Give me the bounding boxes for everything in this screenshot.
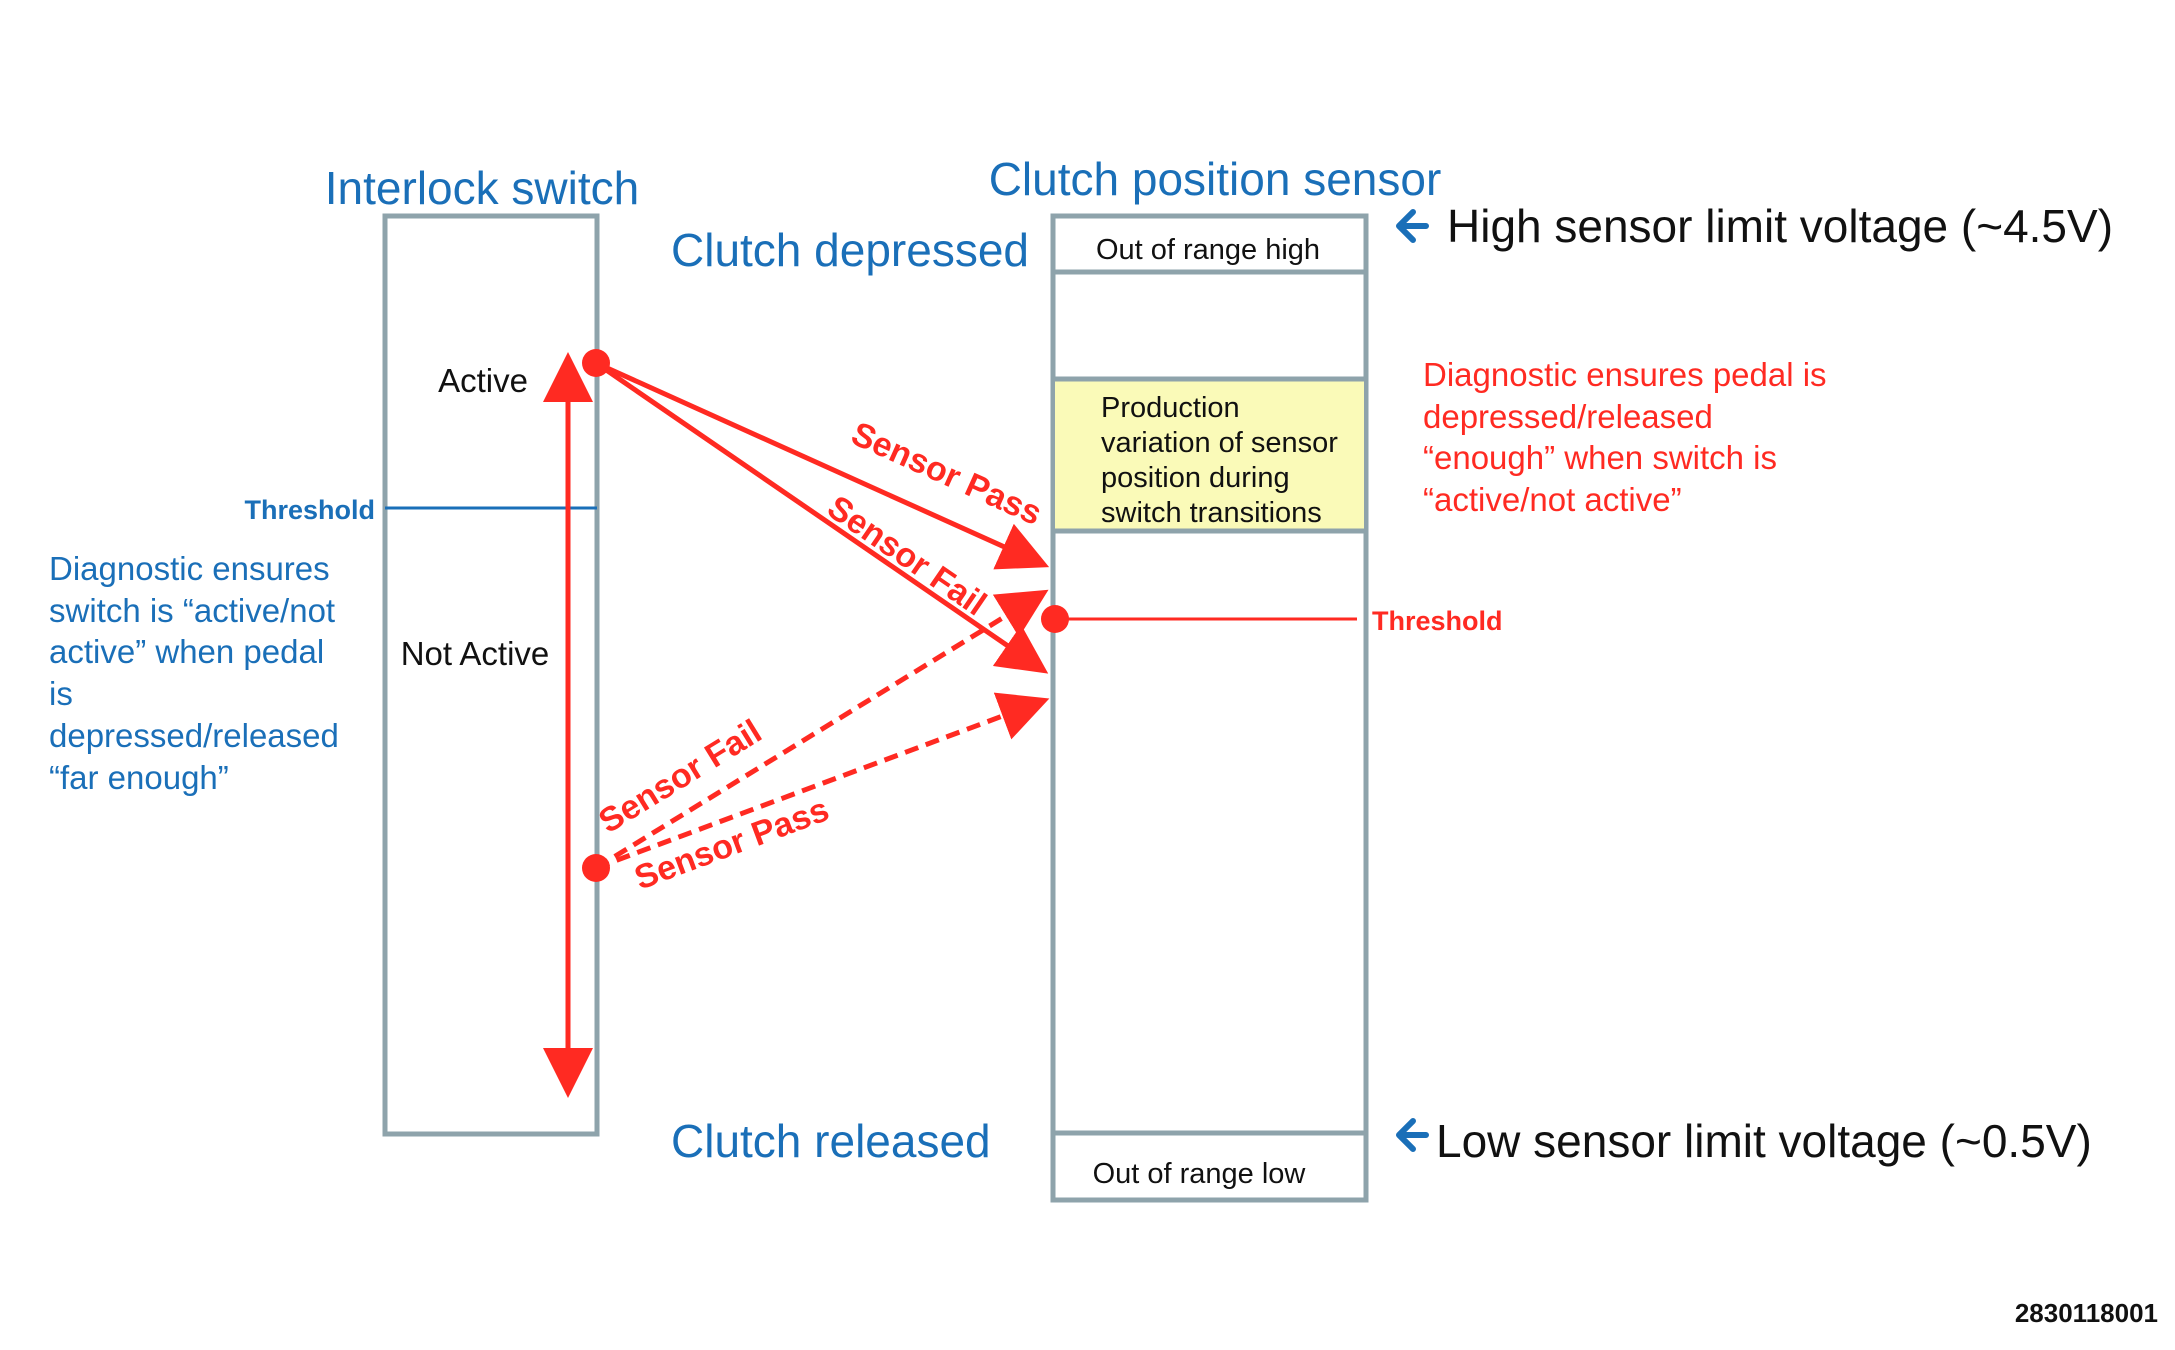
left-note-line-2: switch is “active/not: [49, 592, 335, 629]
active-point: [582, 349, 610, 377]
interlock-active-label: Active: [438, 362, 528, 399]
low-limit-arrow-icon: [1396, 1118, 1429, 1152]
interlock-switch-title: Interlock switch: [325, 162, 639, 214]
right-note-line-3: “enough” when switch is: [1423, 439, 1777, 476]
not-active-point: [582, 854, 610, 882]
production-variation-line-1: Production: [1101, 392, 1240, 424]
solid-pass-arrow: [594, 360, 1050, 570]
interlock-threshold-label: Threshold: [244, 495, 375, 525]
clutch-sensor-title: Clutch position sensor: [989, 153, 1442, 205]
clutch-released-label: Clutch released: [671, 1115, 991, 1167]
right-note-line-4: “active/not active”: [1423, 481, 1682, 518]
high-limit-arrow-icon: [1396, 209, 1429, 243]
left-note-line-6: “far enough”: [49, 759, 229, 796]
left-note-line-1: Diagnostic ensures: [49, 550, 330, 587]
left-note-line-4: is: [49, 675, 73, 712]
right-note-line-1: Diagnostic ensures pedal is: [1423, 356, 1827, 393]
clutch-depressed-label: Clutch depressed: [671, 224, 1029, 276]
production-variation-band: [1055, 380, 1364, 530]
left-note-line-5: depressed/released: [49, 717, 339, 754]
sensor-threshold-label: Threshold: [1372, 606, 1503, 636]
production-variation-line-4: switch transitions: [1101, 497, 1322, 529]
solid-fail-label: Sensor Fail: [820, 488, 993, 623]
out-of-range-high-label: Out of range high: [1096, 234, 1320, 266]
sensor-threshold-point: [1041, 605, 1069, 633]
out-of-range-low-label: Out of range low: [1093, 1158, 1307, 1190]
right-note-line-2: depressed/released: [1423, 398, 1713, 435]
high-sensor-limit-label: High sensor limit voltage (~4.5V): [1447, 200, 2113, 252]
left-note-line-3: active” when pedal: [49, 633, 324, 670]
production-variation-line-3: position during: [1101, 462, 1290, 494]
production-variation-line-2: variation of sensor: [1101, 427, 1338, 459]
interlock-not-active-label: Not Active: [401, 635, 550, 672]
clutch-sensor-box: [1050, 213, 1369, 1203]
low-sensor-limit-label: Low sensor limit voltage (~0.5V): [1436, 1115, 2092, 1167]
interlock-switch-box: [382, 213, 600, 1137]
solid-fail-arrow: [594, 360, 1049, 674]
figure-id: 2830118001: [2015, 1298, 2158, 1328]
dashed-pass-arrow: [595, 692, 1050, 871]
